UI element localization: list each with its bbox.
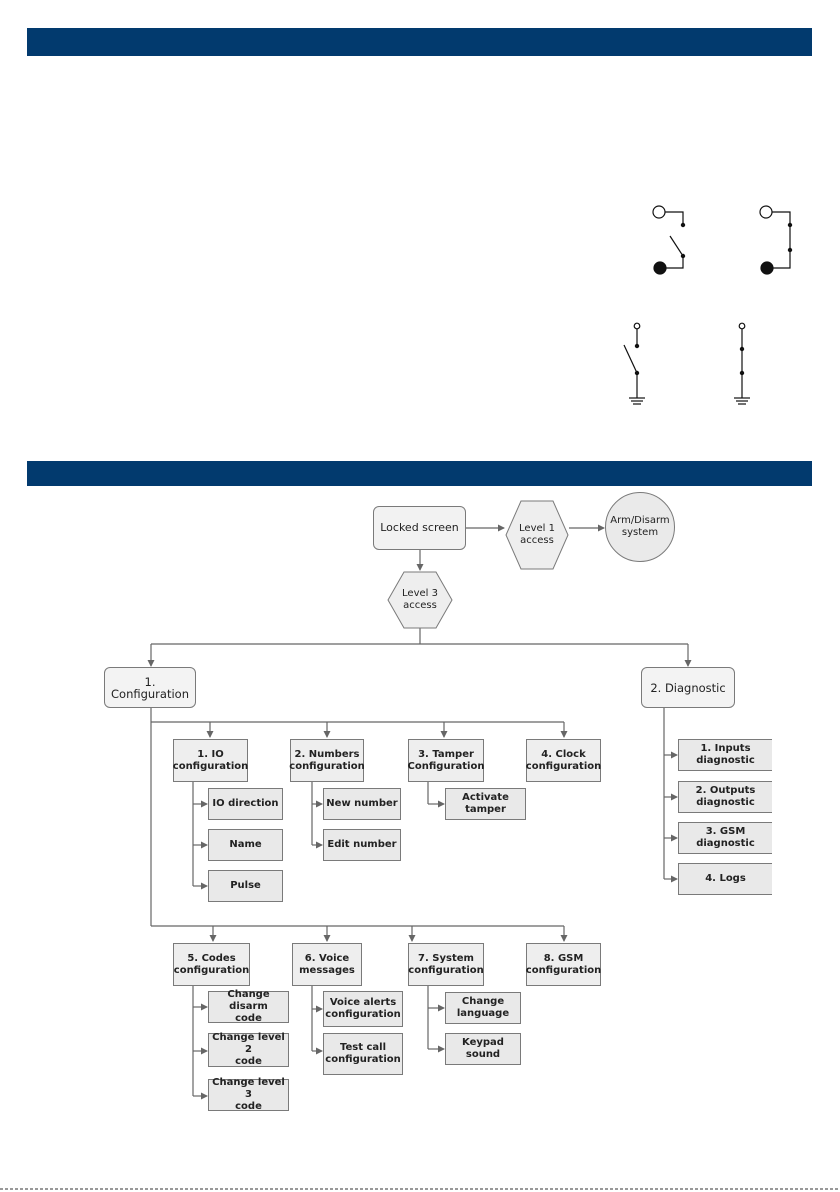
- activate-tamper-node: Activate tamper: [445, 788, 526, 820]
- change-level3-code-node: Change level 3 code: [208, 1077, 289, 1112]
- level1-access-node: Level 1 access: [505, 500, 569, 570]
- keypad-sound-node: Keypad sound: [445, 1033, 521, 1065]
- switch-closed-ground-icon: [734, 322, 750, 405]
- io-direction-node: IO direction: [208, 788, 283, 820]
- change-level2-code-node: Change level 2 code: [208, 1032, 289, 1067]
- edit-number-node: Edit number: [323, 829, 401, 861]
- codes-configuration-node: 5. Codes configuration: [173, 943, 250, 986]
- io-name-node: Name: [208, 829, 283, 861]
- logs-node: 4. Logs: [678, 863, 772, 895]
- page-bottom-rule: [0, 1188, 840, 1190]
- io-pulse-node: Pulse: [208, 870, 283, 902]
- voice-messages-node: 6. Voice messages: [292, 943, 362, 986]
- level1-access-label: Level 1 access: [519, 523, 555, 546]
- voice-alerts-configuration-node: Voice alerts configuration: [323, 991, 403, 1027]
- locked-screen-node: Locked screen: [373, 506, 466, 550]
- test-call-configuration-node: Test call configuration: [323, 1033, 403, 1075]
- switch-symbols: [623, 205, 793, 405]
- level3-access-label: Level 3 access: [402, 588, 438, 611]
- outputs-diagnostic-node: 2. Outputs diagnostic: [678, 781, 772, 813]
- section-header-band-menu: [27, 461, 812, 486]
- new-number-node: New number: [323, 788, 401, 820]
- section-header-band-top: [27, 28, 812, 56]
- system-configuration-node: 7. System configuration: [408, 943, 484, 986]
- gsm-diagnostic-node: 3. GSM diagnostic: [678, 822, 772, 854]
- switch-closed-circuit-icon: [759, 205, 793, 275]
- io-configuration-node: 1. IO configuration: [173, 739, 248, 782]
- configuration-node: 1. Configuration: [104, 667, 196, 708]
- numbers-configuration-node: 2. Numbers configuration: [289, 739, 365, 782]
- change-language-node: Change language: [445, 992, 521, 1024]
- arm-disarm-node: Arm/Disarm system: [605, 492, 675, 562]
- level3-access-node: Level 3 access: [387, 571, 453, 629]
- inputs-diagnostic-node: 1. Inputs diagnostic: [678, 739, 772, 771]
- switch-open-circuit-icon: [652, 205, 686, 275]
- switch-open-ground-icon: [623, 322, 645, 405]
- diagnostic-node: 2. Diagnostic: [641, 667, 735, 708]
- gsm-configuration-node: 8. GSM configuration: [526, 943, 601, 986]
- change-disarm-code-node: Change disarm code: [208, 989, 289, 1024]
- tamper-configuration-node: 3. Tamper Configuration: [408, 739, 484, 782]
- clock-configuration-node: 4. Clock configuration: [526, 739, 601, 782]
